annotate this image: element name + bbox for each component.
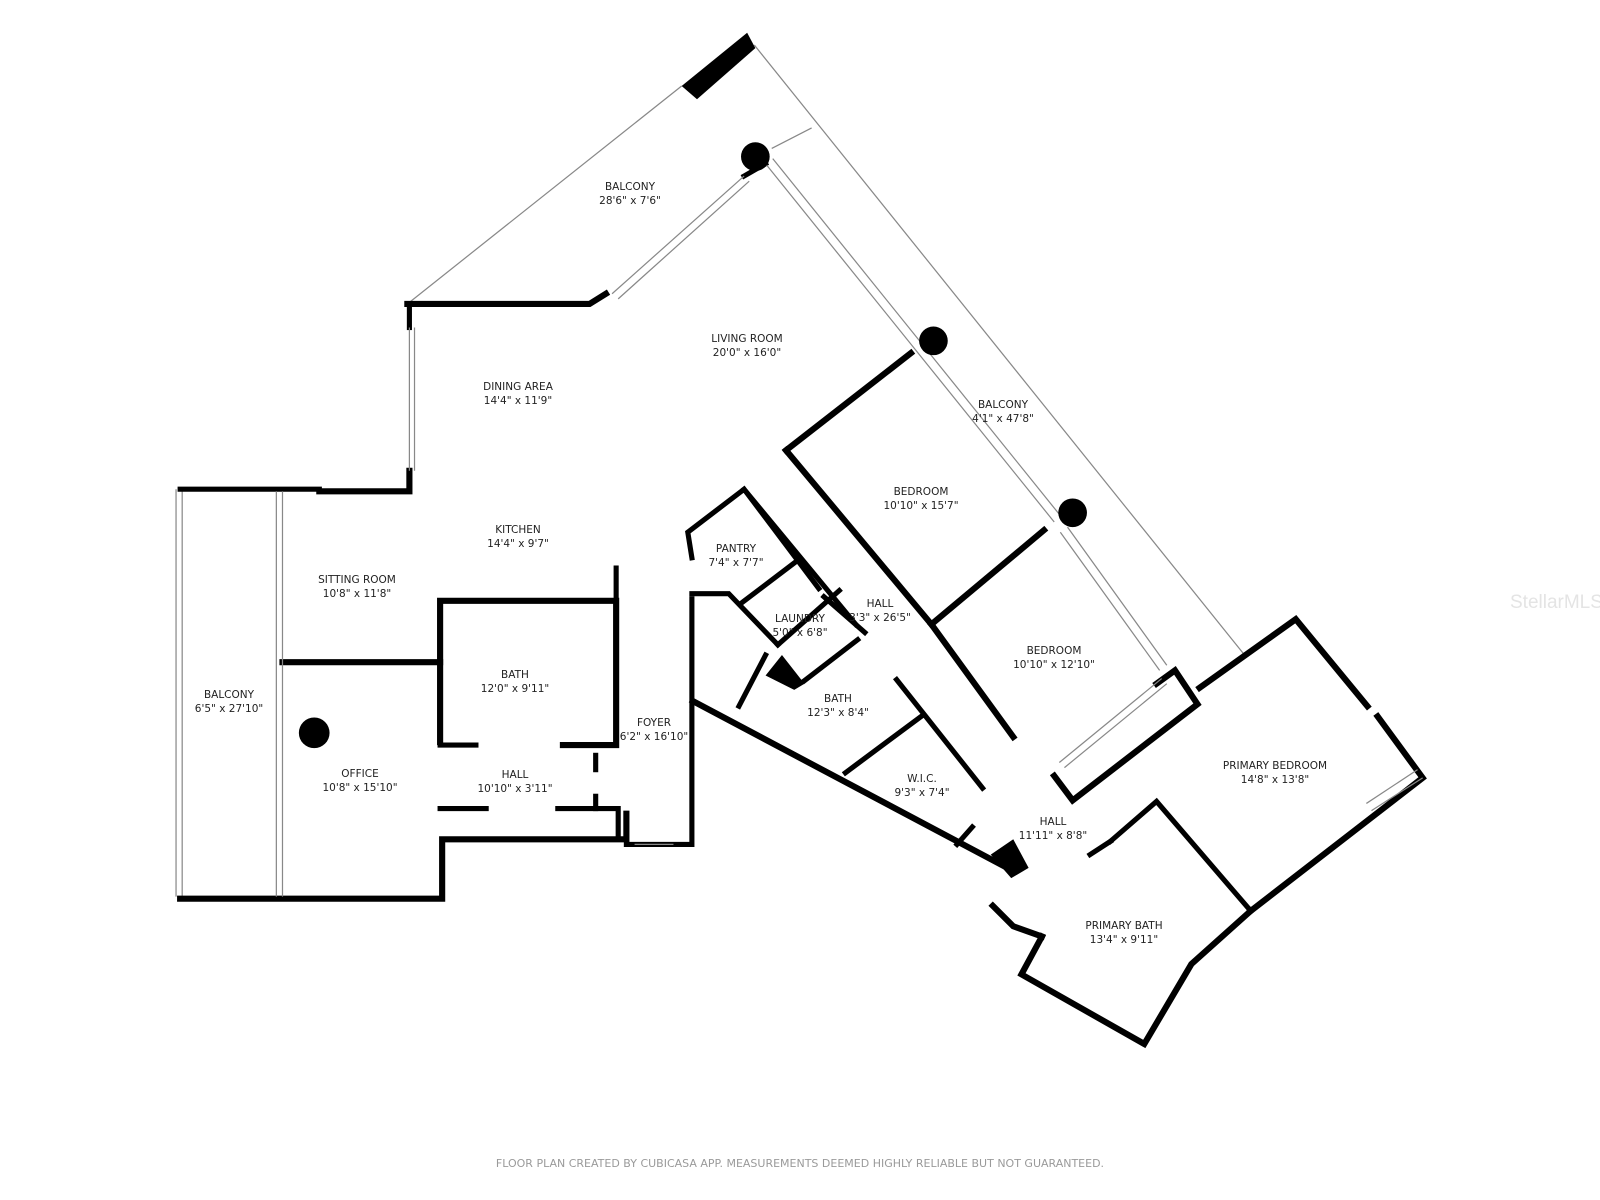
- watermark-logo: StellarMLS: [1510, 592, 1600, 613]
- room-dimensions: 5'0" x 6'8": [772, 627, 828, 639]
- room-dimensions: 14'4" x 9'7": [487, 538, 549, 550]
- room-name: HALL: [501, 769, 529, 781]
- room-dimensions: 4'1" x 47'8": [972, 413, 1034, 425]
- room-label-office: OFFICE 10'8" x 15'10": [322, 767, 397, 795]
- room-dimensions: 10'10" x 3'11": [477, 783, 553, 795]
- room-label-balcony-west: BALCONY 6'5" x 27'10": [195, 688, 263, 716]
- room-dimensions: 10'8" x 11'8": [322, 588, 392, 600]
- room-dimensions: 10'10" x 12'10": [1013, 659, 1095, 671]
- disclaimer-footer: FLOOR PLAN CREATED BY CUBICASA APP. MEAS…: [495, 1157, 1105, 1170]
- room-label-wic: W.I.C. 9'3" x 7'4": [894, 772, 949, 800]
- room-name: OFFICE: [341, 768, 379, 780]
- room-name: HALL: [866, 598, 894, 610]
- room-name: PANTRY: [715, 543, 757, 555]
- room-name: BATH: [501, 669, 529, 681]
- room-name: KITCHEN: [495, 524, 541, 536]
- room-name: FOYER: [636, 717, 672, 729]
- room-label-bedroom-2: BEDROOM 10'10" x 12'10": [1013, 644, 1095, 672]
- room-dimensions: 10'8" x 15'10": [322, 782, 398, 794]
- balcony-north-rail: [406, 85, 683, 305]
- room-dimensions: 3'3" x 26'5": [849, 612, 911, 624]
- room-dimensions: 9'3" x 7'4": [894, 787, 950, 799]
- room-label-bath-2: BATH 12'3" x 8'4": [807, 692, 869, 720]
- room-label-pantry: PANTRY 7'4" x 7'7": [708, 542, 763, 570]
- column: [741, 142, 770, 171]
- room-label-bath-1: BATH 12'0" x 9'11": [481, 668, 549, 696]
- room-dimensions: 6'2" x 16'10": [619, 731, 689, 743]
- room-label-hall-1: HALL 10'10" x 3'11": [477, 768, 552, 796]
- room-dimensions: 11'11" x 8'8": [1018, 830, 1088, 842]
- room-label-balcony-east: BALCONY 4'1" x 47'8": [972, 398, 1034, 426]
- room-label-living-room: LIVING ROOM 20'0" x 16'0": [711, 332, 782, 360]
- column: [1058, 498, 1087, 528]
- room-dimensions: 14'8" x 13'8": [1240, 774, 1310, 786]
- room-label-kitchen: KITCHEN 14'4" x 9'7": [487, 523, 549, 551]
- room-name: SITTING ROOM: [318, 574, 396, 586]
- room-label-primary-bedroom: PRIMARY BEDROOM 14'8" x 13'8": [1223, 759, 1327, 787]
- room-label-bedroom-1: BEDROOM 10'10" x 15'7": [883, 485, 958, 513]
- room-dimensions: 6'5" x 27'10": [194, 703, 264, 715]
- room-label-primary-bath: PRIMARY BATH 13'4" x 9'11": [1085, 919, 1162, 947]
- room-label-hall-2: HALL 3'3" x 26'5": [849, 597, 911, 625]
- room-name: PRIMARY BEDROOM: [1222, 760, 1328, 772]
- room-label-balcony-north: BALCONY 28'6" x 7'6": [599, 180, 661, 208]
- column: [919, 326, 948, 356]
- room-name: DINING AREA: [483, 381, 553, 393]
- room-label-hall-3: HALL 11'11" x 8'8": [1019, 815, 1087, 843]
- room-label-dining-area: DINING AREA 14'4" x 11'9": [483, 380, 553, 408]
- room-dimensions: 14'4" x 11'9": [483, 395, 553, 407]
- room-name: BALCONY: [604, 181, 656, 193]
- room-name: BEDROOM: [893, 486, 949, 498]
- room-dimensions: 12'0" x 9'11": [480, 683, 550, 695]
- column: [298, 717, 330, 749]
- room-name: LIVING ROOM: [711, 333, 783, 345]
- balcony-east-rail: [753, 44, 1246, 656]
- room-name: HALL: [1039, 816, 1067, 828]
- room-label-sitting-room: SITTING ROOM 10'8" x 11'8": [318, 573, 396, 601]
- room-dimensions: 12'3" x 8'4": [807, 707, 869, 719]
- room-name: W.I.C.: [907, 773, 937, 785]
- room-name: LAUNDRY: [775, 613, 825, 625]
- room-dimensions: 13'4" x 9'11": [1089, 934, 1159, 946]
- room-dimensions: 28'6" x 7'6": [599, 195, 661, 207]
- room-dimensions: 10'10" x 15'7": [883, 500, 959, 512]
- room-name: PRIMARY BATH: [1085, 920, 1163, 932]
- room-name: BALCONY: [977, 399, 1029, 411]
- room-label-laundry: LAUNDRY 5'0" x 6'8": [772, 612, 827, 640]
- room-name: BEDROOM: [1026, 645, 1082, 657]
- room-name: BATH: [824, 693, 852, 705]
- room-name: BALCONY: [203, 689, 255, 701]
- room-label-foyer: FOYER 6'2" x 16'10": [620, 716, 688, 744]
- room-dimensions: 20'0" x 16'0": [712, 347, 782, 359]
- room-dimensions: 7'4" x 7'7": [708, 557, 764, 569]
